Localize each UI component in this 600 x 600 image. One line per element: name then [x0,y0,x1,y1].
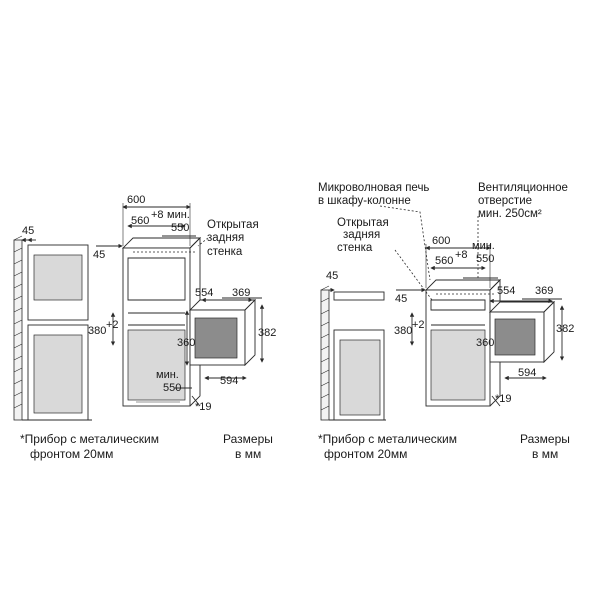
left-dim-360: 360 [177,337,195,349]
right-dim-594: 594 [518,367,536,379]
left-microwave [188,298,257,367]
left-dim-45b: 45 [93,249,105,261]
left-dim-554: 554 [195,287,213,299]
right-diagram: Микроволновая печь в шкафу-колонне Венти… [318,182,574,461]
left-min-label-2: мин. [156,369,179,381]
right-dim-369: 369 [535,285,553,297]
right-open-back-2: задняя [343,229,380,241]
right-vent-label-3: мин. 250см² [478,208,542,220]
right-dim-380: 380 [394,325,412,337]
left-dim-560-tol: +8 [151,209,164,221]
left-side-view-cabinet [13,235,92,421]
right-dim-600: 600 [432,235,450,247]
left-diagram: 45 [13,194,276,461]
right-dim-554: 554 [497,285,515,297]
right-dim-19: *19 [495,393,512,405]
right-dimension-lines [396,244,565,407]
left-dim-594: 594 [220,375,238,387]
right-dim-360: 360 [476,337,494,349]
right-dim-382: 382 [556,323,574,335]
left-min-label: мин. [167,209,190,221]
left-open-back-1: Открытая [207,219,259,231]
left-dim-380: 380 [88,325,106,337]
right-open-back-3: стенка [337,242,373,254]
right-tall-cabinet [424,278,502,407]
left-units-2: в мм [235,447,261,461]
right-dim-45b: 45 [395,293,407,305]
right-footnote-1: *Прибор с металическим [318,432,457,446]
left-dim-45: 45 [22,225,34,237]
right-vent-label-1: Вентиляционное [478,182,568,194]
left-dim-19: *19 [195,401,212,413]
left-footnote-2: фронтом 20мм [30,447,113,461]
left-footnote-1: *Прибор с металическим [20,432,159,446]
right-microwave [488,300,556,364]
left-dim-369: 369 [232,287,250,299]
left-dim-560: 560 [131,215,149,227]
right-vent-label-2: отверстие [478,195,532,207]
left-open-back-2: задняя [207,232,244,244]
right-side-view-cabinet [320,285,386,421]
right-units-2: в мм [532,447,558,461]
left-dimension-lines [96,203,265,407]
left-dim-382: 382 [258,327,276,339]
left-dim-380-tol: +2 [106,319,119,331]
left-tall-cabinet [121,236,202,407]
right-dim-560-tol: +8 [455,249,468,261]
right-footnote-2: фронтом 20мм [324,447,407,461]
left-units-1: Размеры [223,432,273,446]
right-dim-45: 45 [326,270,338,282]
right-open-back-1: Открытая [337,217,389,229]
right-microwave-label-2: в шкафу-колонне [318,195,411,207]
right-microwave-label-1: Микроволновая печь [318,182,429,194]
right-min-label: мин. [472,240,495,252]
right-units-1: Размеры [520,432,570,446]
right-dim-560: 560 [435,255,453,267]
left-open-back-3: стенка [207,246,243,258]
right-dim-550: 550 [476,253,494,265]
left-dim-550: 550 [171,222,189,234]
left-dim-600: 600 [127,194,145,206]
left-dim-550b: 550 [163,382,181,394]
right-dim-380-tol: +2 [412,319,425,331]
